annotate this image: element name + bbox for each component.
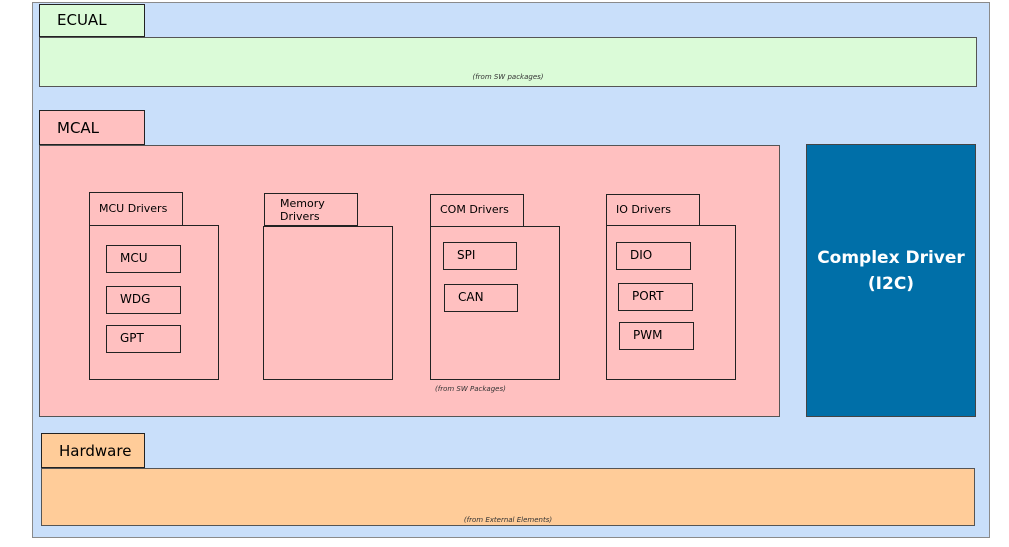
complex-driver-block: Complex Driver (I2C) — [806, 144, 976, 417]
mcu-module: MCU — [106, 245, 181, 273]
dio-module: DIO — [616, 242, 691, 270]
hardware-note: (from External Elements) — [463, 516, 553, 524]
memory-drivers-box — [263, 226, 393, 380]
mcal-label: MCAL — [39, 110, 145, 145]
io-drivers-label: IO Drivers — [606, 194, 700, 226]
memory-drivers-label: Memory Drivers — [264, 193, 358, 226]
mcu-drivers-label: MCU Drivers — [89, 192, 183, 226]
can-module: CAN — [444, 284, 518, 312]
spi-module: SPI — [443, 242, 517, 270]
memory-drivers-label-line2: Drivers — [280, 210, 320, 223]
pwm-module: PWM — [619, 322, 694, 350]
memory-drivers-label-line1: Memory — [280, 197, 325, 210]
port-module: PORT — [618, 283, 693, 311]
com-drivers-label: COM Drivers — [430, 194, 524, 227]
ecual-note: (from SW packages) — [472, 73, 544, 81]
ecual-label: ECUAL — [39, 4, 145, 37]
gpt-module: GPT — [106, 325, 181, 353]
hardware-label: Hardware — [41, 433, 145, 468]
complex-driver-subtitle: (I2C) — [867, 274, 915, 294]
ecual-layer: (from SW packages) — [39, 37, 977, 87]
hardware-layer: (from External Elements) — [41, 468, 975, 526]
mcal-note: (from SW Packages) — [435, 385, 506, 393]
wdg-module: WDG — [106, 286, 181, 314]
complex-driver-title: Complex Driver — [817, 248, 965, 268]
